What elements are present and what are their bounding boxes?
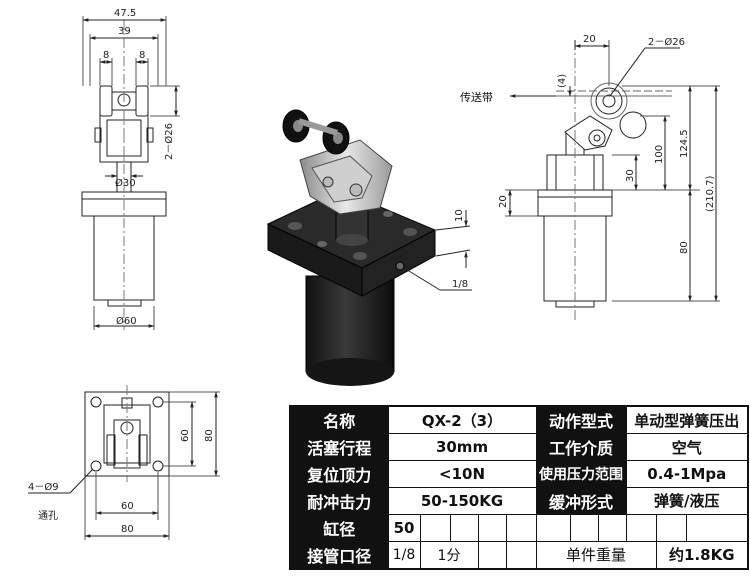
dim-2-d26-side: 2－Ø26 xyxy=(648,36,685,48)
empty-cell xyxy=(477,513,507,542)
table-row: 耐冲击力 50-150KG 缓冲形式 弹簧/液压 xyxy=(289,486,749,515)
empty-cell xyxy=(419,513,451,542)
spec-value: 50-150KG xyxy=(387,486,537,515)
isometric-view xyxy=(266,109,472,386)
empty-cell xyxy=(569,513,599,542)
spec-value: 空气 xyxy=(625,433,749,461)
empty-cell xyxy=(685,513,749,542)
dim-47-5: 47.5 xyxy=(114,8,136,19)
spec-key: 使用压力范围 xyxy=(535,460,627,488)
empty-cell xyxy=(535,513,571,542)
spec-value: 约1.8KG xyxy=(655,540,749,570)
spec-table: 名称 QX-2（3） 动作型式 单动型弹簧压出 活塞行程 30mm 工作介质 空… xyxy=(289,405,750,570)
bottom-view xyxy=(28,385,220,540)
dim-d60: Ø60 xyxy=(116,315,137,327)
spec-value: QX-2（3） xyxy=(387,405,537,435)
spec-key: 动作型式 xyxy=(535,405,627,435)
dim-80-vertical: 80 xyxy=(204,429,215,442)
spec-key: 单件重量 xyxy=(535,540,657,570)
empty-cell xyxy=(655,513,687,542)
dim-20-side: 20 xyxy=(498,195,509,208)
spec-key: 接管口径 xyxy=(289,540,389,570)
spec-key: 缸径 xyxy=(289,513,389,542)
table-row: 缸径 50 xyxy=(289,513,749,542)
dim-80-side: 80 xyxy=(679,241,690,254)
dim-60-vertical: 60 xyxy=(180,429,191,442)
front-view xyxy=(81,16,180,330)
spec-value: <10N xyxy=(387,460,537,488)
spec-key: 缓冲形式 xyxy=(535,486,627,515)
through-hole-note: 通孔 xyxy=(38,510,58,522)
empty-cell xyxy=(597,513,627,542)
spec-key: 耐冲击力 xyxy=(289,486,389,515)
dim-39: 39 xyxy=(118,26,131,37)
empty-cell xyxy=(505,513,537,542)
dim-124-5: 124.5 xyxy=(679,129,690,158)
dim-30-side: 30 xyxy=(625,169,636,182)
dim-210-7: (210.7) xyxy=(705,175,716,212)
spec-key: 工作介质 xyxy=(535,433,627,461)
port-label: 1/8 xyxy=(452,279,468,290)
spec-value: 单动型弹簧压出 xyxy=(625,405,749,435)
dim-4-d9: 4－Ø9 xyxy=(28,481,59,493)
empty-cell xyxy=(477,540,507,570)
dim-d30: Ø30 xyxy=(115,177,136,189)
conveyor-label: 传送带 xyxy=(460,90,493,104)
table-row: 复位顶力 <10N 使用压力范围 0.4-1Mpa xyxy=(289,460,749,488)
empty-cell xyxy=(449,513,479,542)
dim-10: 10 xyxy=(454,209,465,222)
spec-value: 1分 xyxy=(419,540,479,570)
side-view xyxy=(505,40,720,320)
dim-60-horizontal: 60 xyxy=(121,501,134,512)
dim-paren-4: (4) xyxy=(557,74,568,88)
dim-8-left: 8 xyxy=(103,50,109,61)
dim-100: 100 xyxy=(654,145,665,164)
dim-8-right: 8 xyxy=(139,50,145,61)
dim-2-d26: 2－Ø26 xyxy=(163,123,175,160)
spec-key: 名称 xyxy=(289,405,389,435)
spec-value: 0.4-1Mpa xyxy=(625,460,749,488)
spec-value: 30mm xyxy=(387,433,537,461)
spec-key: 复位顶力 xyxy=(289,460,389,488)
spec-key: 活塞行程 xyxy=(289,433,389,461)
table-row: 接管口径 1/8 1分 单件重量 约1.8KG xyxy=(289,540,749,570)
table-row: 名称 QX-2（3） 动作型式 单动型弹簧压出 xyxy=(289,405,749,435)
empty-cell xyxy=(625,513,657,542)
spec-value: 1/8 xyxy=(387,540,421,570)
spec-value: 50 xyxy=(387,513,421,542)
dim-80-horizontal: 80 xyxy=(121,524,134,535)
dim-20-top: 20 xyxy=(583,34,596,45)
table-row: 活塞行程 30mm 工作介质 空气 xyxy=(289,433,749,461)
spec-value: 弹簧/液压 xyxy=(625,486,749,515)
empty-cell xyxy=(505,540,537,570)
